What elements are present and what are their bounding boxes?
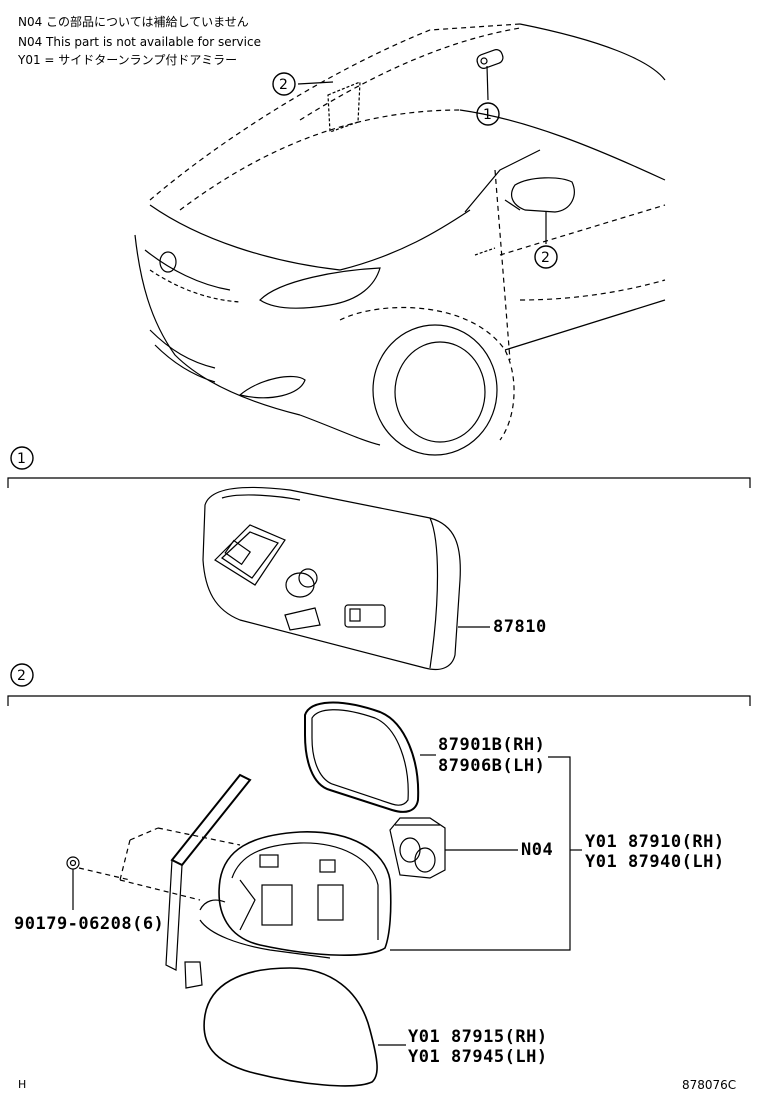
inner-mirror-drawing <box>202 486 461 671</box>
callout-2-side: 2 <box>534 245 558 269</box>
mirror-cover-drawing <box>203 967 378 1087</box>
part-y01-87940-lh: Y01 87940(LH) <box>585 852 725 872</box>
diagram-id: 878076C <box>682 1078 737 1092</box>
mirror-glass-drawing <box>304 701 420 813</box>
section-2-marker: 2 <box>10 663 34 687</box>
callout-2-top-label: 2 <box>279 77 288 93</box>
car-illustration <box>134 23 666 456</box>
turn-lamp-drawing <box>389 817 446 879</box>
section-1-marker: 1 <box>10 446 34 470</box>
part-87906b-lh: 87906B(LH) <box>438 756 546 776</box>
part-n04: N04 <box>521 840 554 860</box>
part-y01-87910-rh: Y01 87910(RH) <box>585 832 725 852</box>
mirror-base-drawing <box>119 773 252 989</box>
callout-2-side-label: 2 <box>541 250 550 266</box>
section-2-marker-label: 2 <box>17 668 26 684</box>
section-1-marker-label: 1 <box>17 451 26 467</box>
section-2-bracket <box>7 695 751 706</box>
mirror-housing-drawing <box>199 831 392 959</box>
footer-left-code: H <box>18 1078 27 1091</box>
note-y01: Y01 = サイドターンランプ付ドアミラー <box>18 53 238 67</box>
clip-drawing <box>66 856 80 870</box>
part-87901b-rh: 87901B(RH) <box>438 735 546 755</box>
callout-2-top: 2 <box>272 72 296 96</box>
part-87810: 87810 <box>493 617 547 637</box>
note-en: N04 This part is not available for servi… <box>18 35 261 49</box>
part-90179-06208: 90179-06208(6) <box>14 914 165 934</box>
callout-1-car: 1 <box>476 102 500 126</box>
part-y01-87945-lh: Y01 87945(LH) <box>408 1047 548 1067</box>
part-y01-87915-rh: Y01 87915(RH) <box>408 1027 548 1047</box>
callout-1-car-label: 1 <box>483 107 492 123</box>
leader-housing-bracket <box>390 756 571 951</box>
section-1-bracket <box>7 477 751 488</box>
note-jp: N04 この部品については補給していません <box>18 15 249 29</box>
